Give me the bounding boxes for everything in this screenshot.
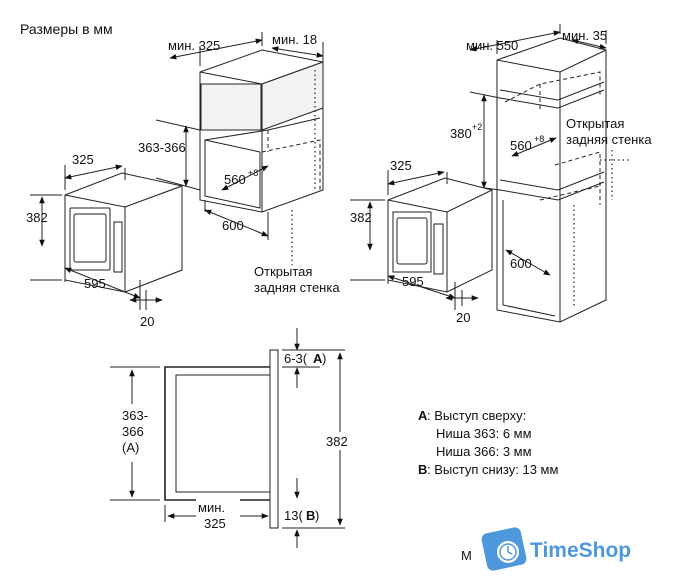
label-open-back-right-2: задняя стенка: [566, 132, 652, 147]
dimensions-right-oven: 325 382 595 20: [350, 158, 479, 325]
dim-gap-bottom-prefix: 13(: [284, 508, 303, 523]
notes: A : Выступ сверху: Ниша 363: 6 мм Ниша 3…: [418, 408, 558, 477]
dim-gap-top-letter: A: [313, 351, 323, 366]
oven-right: [387, 177, 493, 293]
dim-niche-height-right: 380: [450, 126, 472, 141]
dim-min-depth-side-2: 325: [204, 516, 226, 531]
dim-niche-depth-tol-left: +8: [248, 168, 258, 178]
timeshop-logo-icon: [481, 527, 527, 571]
watermark-brand: TimeShop: [530, 539, 631, 562]
dim-niche-rear-right: мин. 35: [562, 28, 607, 43]
dim-total-height-side: 382: [326, 434, 348, 449]
dim-oven-height-right: 382: [350, 210, 372, 225]
oven-left: [64, 172, 183, 293]
dim-niche-front-right: 600: [510, 256, 532, 271]
niche-cabinet-left: [199, 49, 324, 265]
dim-niche-height-side-3: (A): [122, 440, 139, 455]
page-title: Размеры в мм: [20, 21, 113, 37]
dim-niche-depth-right: 560: [510, 138, 532, 153]
dim-niche-height-side-1: 363-: [122, 408, 148, 423]
dim-niche-height-tol-right: +2: [472, 122, 482, 132]
label-open-back-left-1: Открытая: [254, 264, 312, 279]
dimensions-right-cabinet: мин. 550 мин. 35 380 +2 560 +8 Открытая …: [450, 24, 652, 276]
dim-oven-width-left: 595: [84, 276, 106, 291]
dim-gap-bottom-suffix: ): [315, 508, 319, 523]
note-b-label: B: [418, 462, 427, 477]
note-a-text: : Выступ сверху:: [427, 408, 526, 423]
note-a-label: A: [418, 408, 428, 423]
dim-niche-depth-left: 560: [224, 172, 246, 187]
dim-gap-top-prefix: 6-3(: [284, 351, 308, 366]
dim-niche-height-side-2: 366: [122, 424, 144, 439]
note-b-text: : Выступ снизу: 13 мм: [427, 462, 558, 477]
dim-oven-depth-left: 325: [72, 152, 94, 167]
dimensions-left-oven: 325 382 595 20: [26, 152, 163, 329]
note-a-line2: Ниша 363: 6 мм: [436, 426, 532, 441]
dim-gap-top-suffix: ): [322, 351, 326, 366]
dim-niche-height-left: 363-366: [138, 140, 186, 155]
dim-niche-rear-left: мин. 18: [272, 32, 317, 47]
dim-niche-front-left: 600: [222, 218, 244, 233]
column-cabinet-right: [496, 37, 630, 323]
dimensions-left-cabinet: мин. 325 мин. 18 363-366 560 +8 600 Откр…: [138, 32, 340, 295]
label-open-back-left-2: задняя стенка: [254, 280, 340, 295]
dim-oven-front-right: 20: [456, 310, 470, 325]
dim-oven-depth-right: 325: [390, 158, 412, 173]
dim-niche-depth-tol-right: +8: [534, 134, 544, 144]
dim-niche-width-right: мин. 550: [466, 38, 518, 53]
watermark: М TimeShop: [461, 527, 631, 571]
dimensions-side-view: 6-3( A ) 363- 366 (A) 382 мин. 325 13( B…: [120, 328, 355, 548]
dim-oven-height-left: 382: [26, 210, 48, 225]
watermark-fragment: М: [461, 548, 472, 563]
label-open-back-right-1: Открытая: [566, 116, 624, 131]
dim-gap-bottom-letter: B: [306, 508, 315, 523]
dim-oven-width-right: 595: [402, 274, 424, 289]
dim-niche-width-left: мин. 325: [168, 38, 220, 53]
dim-min-depth-side-1: мин.: [198, 500, 225, 515]
dim-oven-front-left: 20: [140, 314, 154, 329]
note-a-line3: Ниша 366: 3 мм: [436, 444, 532, 459]
